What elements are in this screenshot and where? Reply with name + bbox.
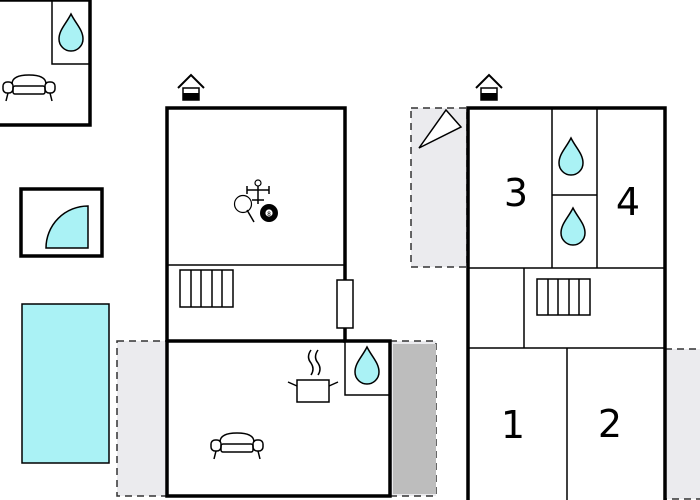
water-drop-icon [58,12,84,52]
annex-building [0,0,92,127]
water-drop-icon [560,206,586,246]
stairs-icon [536,278,591,316]
sofa-icon [2,74,56,102]
swimming-pool-icon [21,303,110,464]
pool-ball-number: 8 [267,211,271,218]
room-number-1: 1 [501,403,525,447]
terrace-shade [393,344,436,494]
jacuzzi-icon [19,187,104,258]
house-entrance-icon [177,73,205,101]
water-drop-icon [558,136,584,176]
cooking-pot-icon [287,349,339,403]
room-number-2: 2 [598,402,622,446]
terrace-left [116,340,168,497]
main-building-ground: 8 [165,106,392,498]
water-drop-icon [354,345,380,385]
house-entrance-icon [475,73,503,101]
wall-window [336,279,354,329]
stairs-icon [179,269,234,308]
room-number-3: 3 [504,171,528,215]
sofa-icon [210,432,264,460]
room-number-4: 4 [616,180,640,224]
main-building-upper: 3 4 1 2 [418,106,667,500]
deck-chair-icon [418,108,463,149]
terrace-far-right [664,348,700,500]
table-tennis-foosball-billiards-icon: 8 [233,179,278,223]
